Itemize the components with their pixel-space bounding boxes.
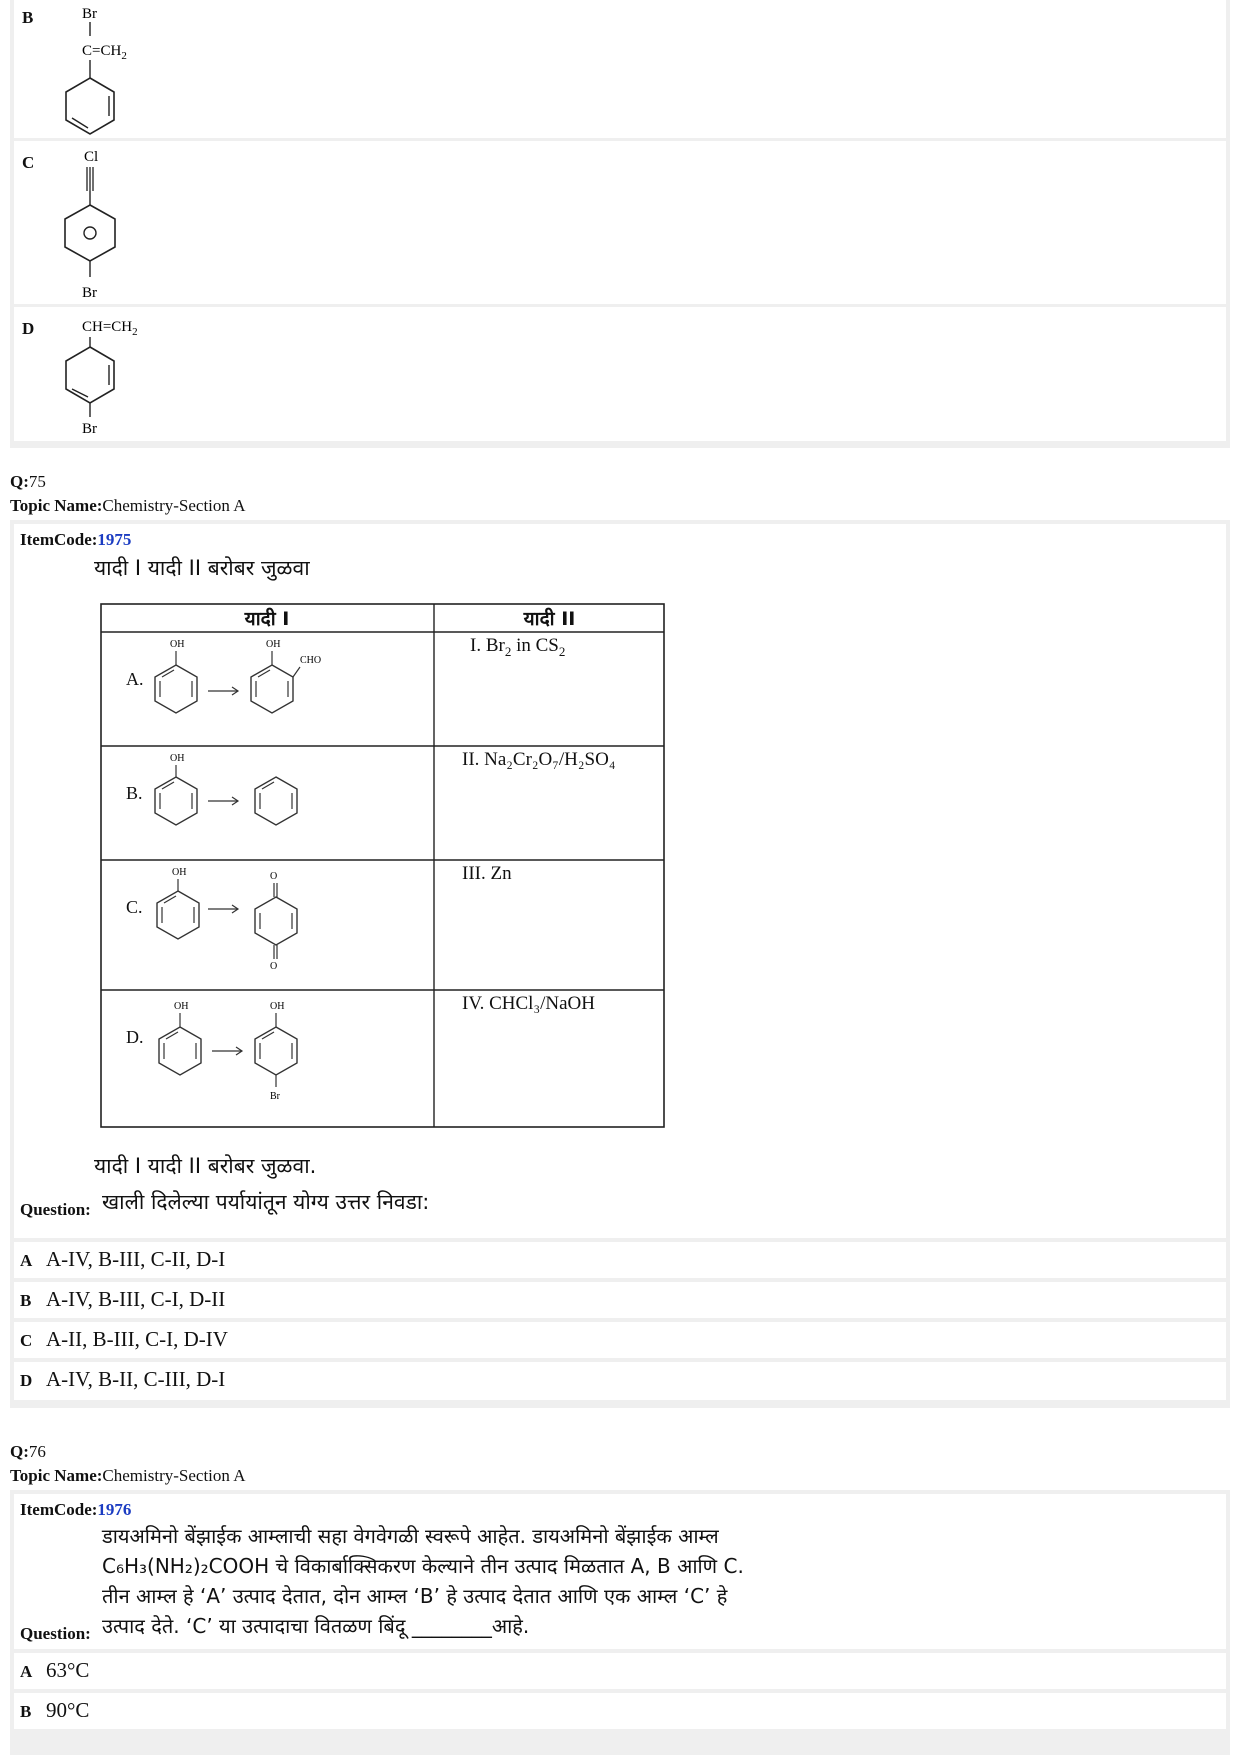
q76-text-line-2: C₆H₃(NH₂)₂COOH चे विकार्बाक्सिकरण केल्या… — [102, 1554, 744, 1578]
option-text: A-II, B-III, C-I, D-IV — [46, 1327, 228, 1351]
option-letter: B — [22, 8, 34, 27]
option-row-b[interactable]: B 90°C — [14, 1693, 1226, 1729]
option-row-a[interactable]: A 63°C — [14, 1653, 1226, 1689]
option-text: 63°C — [46, 1658, 90, 1682]
oh-label: OH — [170, 753, 184, 764]
match-table-grid — [100, 603, 665, 1128]
option-letter: C — [22, 153, 35, 172]
q75-body: ItemCode:1975 यादी I यादी II बरोबर जुळवा… — [14, 524, 1226, 1238]
option-letter: D — [20, 1371, 33, 1390]
q75-panel: ItemCode:1975 यादी I यादी II बरोबर जुळवा… — [10, 520, 1230, 1408]
c-ch2-label: C=CH2 — [82, 43, 127, 62]
q75-instruction: यादी I यादी II बरोबर जुळवा — [94, 556, 310, 580]
q76-text-line-4: उत्पाद देते. ‘C’ या उत्पादाचा वितळण बिंद… — [102, 1614, 530, 1638]
oh-label: OH — [270, 1001, 284, 1012]
option-row-d[interactable]: D A-IV, B-II, C-III, D-I — [14, 1362, 1226, 1400]
option-letter: D — [22, 319, 35, 338]
o-label: O — [270, 871, 277, 882]
item-code: ItemCode:1975 — [20, 530, 132, 549]
option-letter: C — [20, 1331, 33, 1350]
structure-chloroethynyl-bromobenzene: Cl Br — [64, 149, 116, 301]
option-letter: A — [20, 1251, 33, 1270]
question-label: Question: — [20, 1624, 91, 1643]
q75-topic: Topic Name:Chemistry-Section A — [10, 496, 246, 515]
col-header-list2: यादी II — [523, 608, 576, 630]
q76-topic: Topic Name:Chemistry-Section A — [10, 1466, 246, 1485]
match-table: यादी I यादी II I. Br2 in CS2 II. Na₂Cr₂O… — [100, 603, 665, 1128]
q76-text-line-3: तीन आम्ल हे ‘A’ उत्पाद देतात, दोन आम्ल ‘… — [102, 1584, 728, 1608]
item-code: ItemCode:1976 — [20, 1500, 132, 1519]
option-row-b[interactable]: B Br C=CH2 — [14, 0, 1226, 138]
option-row-c[interactable]: C Cl Br — [14, 141, 1226, 304]
option-text: 90°C — [46, 1698, 90, 1722]
o-label: O — [270, 961, 277, 972]
option-letter: A — [20, 1662, 33, 1681]
q75-instruction-2: यादी I यादी II बरोबर जुळवा. — [94, 1154, 317, 1178]
option-row-d[interactable]: D CH=CH2 Br — [14, 307, 1226, 441]
row-label-b: B. — [126, 783, 143, 803]
oh-label: OH — [170, 639, 184, 650]
reagent-3: III. Zn — [462, 863, 512, 884]
row-label-d: D. — [126, 1027, 144, 1047]
cho-label: CHO — [300, 655, 321, 666]
option-row-b[interactable]: B A-IV, B-III, C-I, D-II — [14, 1282, 1226, 1318]
prev-question-options-panel: B Br C=CH2 C Cl Br D CH=CH2 — [10, 0, 1230, 448]
oh-label: OH — [266, 639, 280, 650]
option-letter: B — [20, 1702, 32, 1721]
br-label: Br — [82, 285, 97, 301]
reagent-1: I. Br2 in CS2 — [470, 635, 566, 659]
ch-ch2-label: CH=CH2 — [82, 319, 138, 338]
structure-bromostyrene-para: CH=CH2 Br — [65, 319, 138, 437]
q76-body: ItemCode:1976 डायअमिनो बेंझाईक आम्लाची स… — [14, 1494, 1226, 1649]
col-header-list1: यादी I — [244, 608, 290, 630]
option-row-c[interactable]: C A-II, B-III, C-I, D-IV — [14, 1322, 1226, 1358]
q76-panel: ItemCode:1976 डायअमिनो बेंझाईक आम्लाची स… — [10, 1490, 1230, 1755]
option-row-a[interactable]: A A-IV, B-III, C-II, D-I — [14, 1242, 1226, 1278]
option-text: A-IV, B-III, C-II, D-I — [46, 1247, 226, 1271]
row-label-c: C. — [126, 897, 143, 917]
question-label: Question: — [20, 1200, 91, 1219]
q75-number: Q:75 — [10, 472, 46, 491]
reagent-2: II. Na₂Cr₂O₇/H₂SO₄ — [462, 749, 616, 770]
cl-label: Cl — [84, 149, 98, 165]
reagent-4: IV. CHCl₃/NaOH — [462, 993, 595, 1014]
reaction-structures: OH OH CHO OH OH — [154, 639, 321, 1102]
option-text: A-IV, B-II, C-III, D-I — [46, 1367, 226, 1391]
option-letter: B — [20, 1291, 32, 1310]
option-text: A-IV, B-III, C-I, D-II — [46, 1287, 226, 1311]
q76-text-line-1: डायअमिनो बेंझाईक आम्लाची सहा वेगवेगळी स्… — [102, 1524, 719, 1548]
br-label: Br — [270, 1091, 281, 1102]
oh-label: OH — [172, 867, 186, 878]
structure-bromostyrene: Br C=CH2 — [65, 6, 127, 135]
q76-number: Q:76 — [10, 1442, 46, 1461]
br-label: Br — [82, 6, 97, 22]
q75-question-text: खाली दिलेल्या पर्यायांतून योग्य उत्तर नि… — [102, 1190, 430, 1214]
oh-label: OH — [174, 1001, 188, 1012]
br-label: Br — [82, 421, 97, 437]
row-label-a: A. — [126, 669, 144, 689]
